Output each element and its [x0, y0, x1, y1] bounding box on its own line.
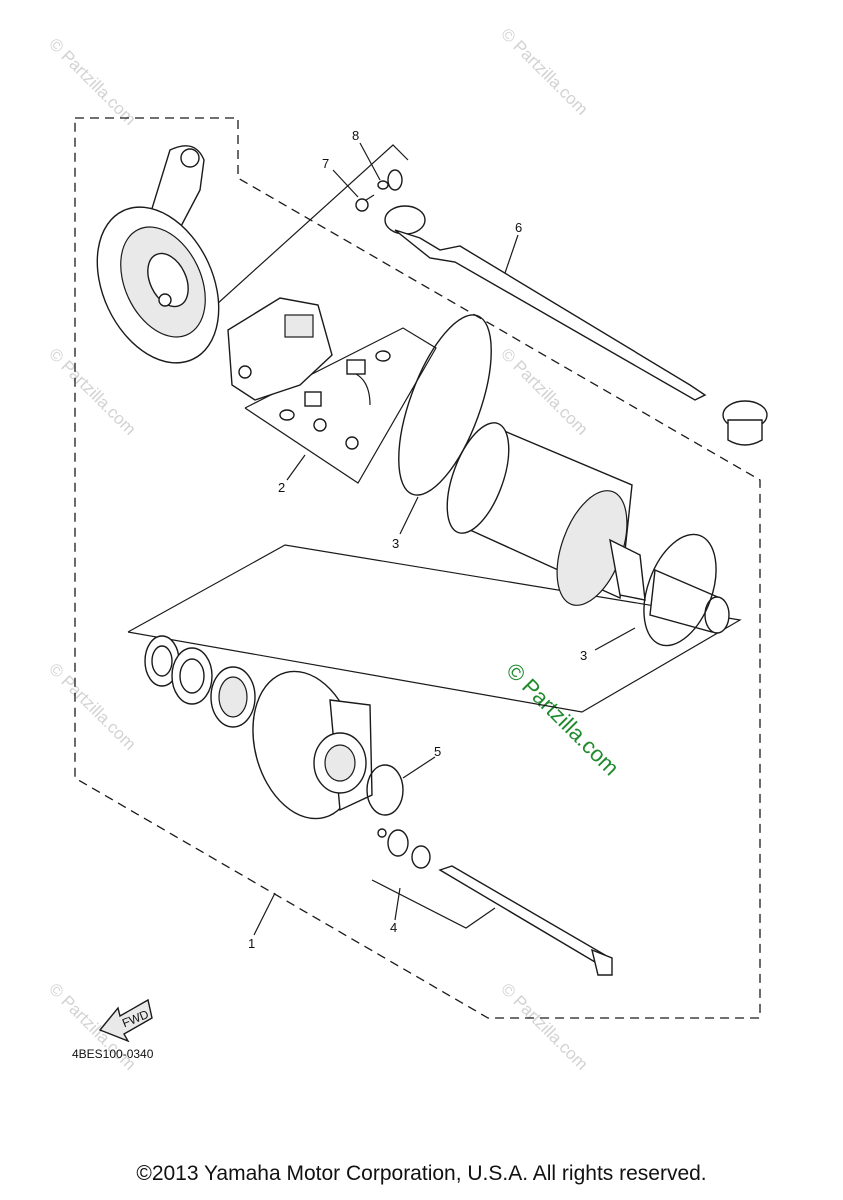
- watermark: © Partzilla.com: [45, 659, 139, 753]
- lead-wire: [384, 169, 768, 446]
- o-ring-lower: [643, 533, 717, 647]
- callout-leaders: [253, 142, 636, 936]
- armature: [446, 422, 730, 634]
- assembly-outline: [74, 117, 761, 1019]
- callout-3-upper: 3: [392, 536, 399, 551]
- callout-3-lower: 3: [580, 648, 587, 663]
- rear-cover: [252, 670, 373, 820]
- callout-1: 1: [248, 936, 255, 951]
- shims-and-bearing: [144, 635, 256, 728]
- bracket-lines: [127, 144, 742, 929]
- watermark-main: © Partzilla.com: [501, 658, 624, 781]
- watermark: © Partzilla.com: [45, 344, 139, 438]
- callout-7: 7: [322, 156, 329, 171]
- watermark: © Partzilla.com: [497, 344, 591, 438]
- o-ring-upper: [398, 314, 492, 496]
- callout-5: 5: [434, 744, 441, 759]
- watermark: © Partzilla.com: [497, 979, 591, 1073]
- through-bolt: [438, 865, 613, 976]
- o-ring-5: [366, 764, 404, 816]
- callout-8: 8: [352, 128, 359, 143]
- watermark: © Partzilla.com: [497, 24, 591, 118]
- callout-2: 2: [278, 480, 285, 495]
- callout-6: 6: [515, 220, 522, 235]
- front-cover-housing: [96, 145, 220, 364]
- washer-nut-set: [377, 828, 431, 869]
- copyright-notice: ©2013 Yamaha Motor Corporation, U.S.A. A…: [136, 1162, 707, 1185]
- brush-holder: [227, 297, 391, 450]
- callout-4: 4: [390, 920, 397, 935]
- watermark: © Partzilla.com: [45, 34, 139, 128]
- diagram-reference: 4BES100-0340: [72, 1047, 154, 1061]
- bolt-and-washer: [355, 180, 389, 212]
